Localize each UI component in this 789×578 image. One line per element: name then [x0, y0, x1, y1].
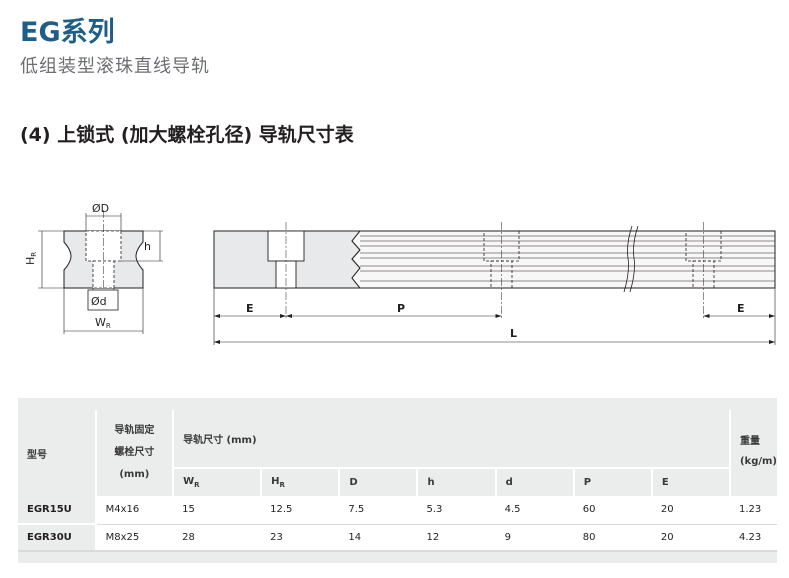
cell-d: 9: [495, 524, 574, 552]
cell-bolt: M4x16: [95, 496, 174, 525]
header-weight: 重量 (kg/m): [729, 410, 777, 496]
label-E-left: E: [246, 302, 254, 315]
cell-E: 20: [651, 524, 730, 552]
cell-WR: 28: [173, 524, 262, 552]
header-bolt-size: 导轨固定螺栓尺寸(mm): [95, 410, 175, 496]
rail-cross-section: [38, 210, 163, 334]
table-top-band: [18, 398, 777, 410]
label-L: L: [510, 327, 517, 340]
header-rail-dims: 导轨尺寸 (mm): [173, 410, 731, 469]
cell-WR: 15: [173, 496, 262, 525]
label-D: ØD: [92, 202, 109, 215]
label-HR: HR: [24, 252, 38, 265]
cell-model: EGR15U: [18, 496, 97, 525]
cell-HR: 12.5: [261, 496, 340, 525]
subheader-D: D: [339, 468, 419, 496]
section-title: (4) 上锁式 (加大螺栓孔径) 导轨尺寸表: [20, 124, 354, 146]
cell-d: 4.5: [495, 496, 574, 525]
cell-model: EGR30U: [18, 524, 97, 552]
rail-side-view: [213, 222, 776, 345]
table-row: EGR30U M8x25 28 23 14 12 9 80 20 4.23: [18, 524, 777, 552]
cell-weight: 1.23: [729, 496, 777, 525]
cell-HR: 23: [261, 524, 340, 552]
table-subheader-row: WR HR D h d P E: [18, 468, 777, 496]
subheader-d: d: [495, 468, 575, 496]
cell-weight: 4.23: [729, 524, 777, 552]
label-WR: WR: [95, 316, 111, 330]
subheader-h: h: [417, 468, 497, 496]
rail-drawing: ØD Ød h HR WR: [24, 202, 776, 345]
subheader-P: P: [573, 468, 653, 496]
series-title: EG系列: [20, 17, 115, 48]
cell-P: 60: [573, 496, 652, 525]
cell-D: 7.5: [339, 496, 418, 525]
cell-h: 5.3: [417, 496, 496, 525]
table-bottom-band: [18, 551, 777, 563]
subheader-HR: HR: [261, 468, 341, 496]
cell-D: 14: [339, 524, 418, 552]
cell-h: 12: [417, 524, 496, 552]
label-E-right: E: [737, 302, 745, 315]
series-subtitle: 低组装型滚珠直线导轨: [20, 56, 210, 77]
table-row: EGR15U M4x16 15 12.5 7.5 5.3 4.5 60 20 1…: [18, 496, 777, 525]
subheader-E: E: [651, 468, 731, 496]
cell-E: 20: [651, 496, 730, 525]
table-header-row: 型号 导轨固定螺栓尺寸(mm) 导轨尺寸 (mm) 重量 (kg/m): [18, 410, 777, 496]
label-h: h: [144, 240, 151, 253]
label-d: Ød: [91, 295, 107, 308]
cell-bolt: M8x25: [95, 524, 174, 552]
subheader-WR: WR: [173, 468, 263, 496]
cell-P: 80: [573, 524, 652, 552]
label-P: P: [397, 302, 405, 315]
rail-dimension-table: 型号 导轨固定螺栓尺寸(mm) 导轨尺寸 (mm) 重量 (kg/m) WR H…: [18, 398, 777, 563]
header-model: 型号: [18, 410, 97, 496]
